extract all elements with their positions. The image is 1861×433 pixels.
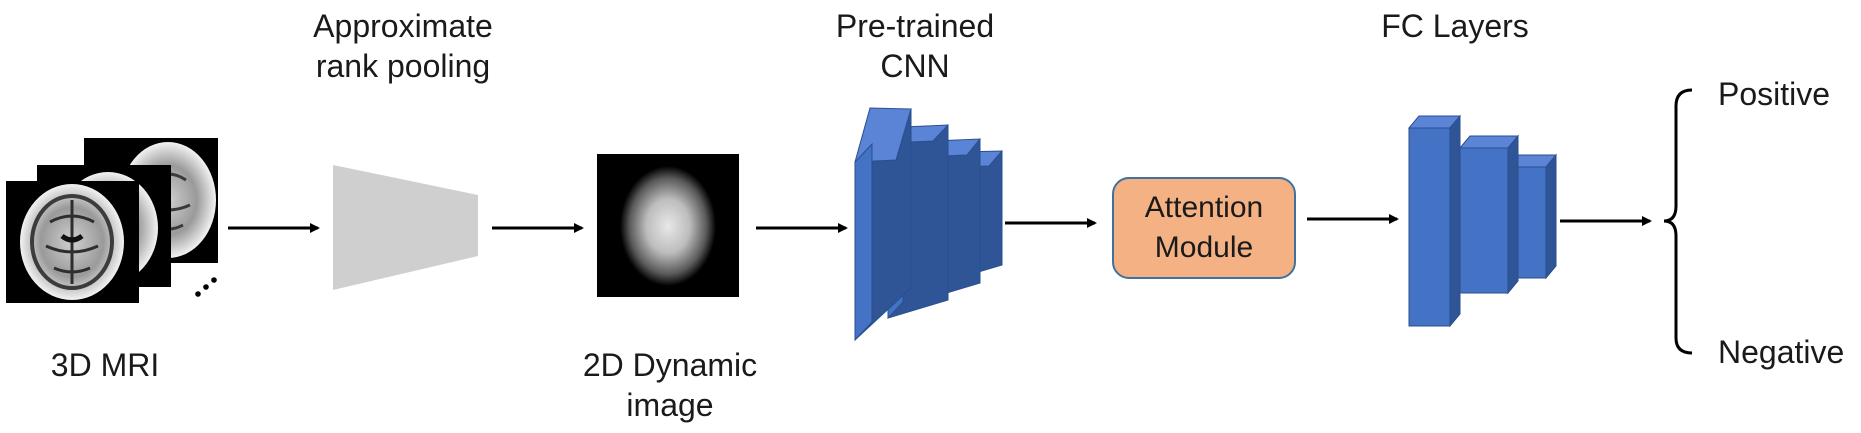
label-2d-dynamic-image: 2D Dynamic image [560, 345, 780, 425]
label-rank-pooling-line1: Approximate [313, 8, 493, 44]
fc-blocks [1407, 114, 1558, 328]
label-approximate-rank-pooling: Approximate rank pooling [283, 6, 523, 86]
attention-module-box [1112, 177, 1296, 279]
cnn-blocks [854, 107, 1004, 342]
label-pretrained-cnn: Pre-trained CNN [805, 6, 1025, 86]
attention-label-line1: Attention [1144, 191, 1264, 224]
cnn-block-1 [854, 107, 912, 342]
label-dynamic-image-line1: 2D Dynamic [582, 347, 758, 383]
label-3d-mri: 3D MRI [50, 347, 160, 383]
fc-block-2 [1458, 134, 1520, 295]
label-rank-pooling-line2: rank pooling [315, 48, 491, 84]
ellipsis-dots-icon [195, 277, 217, 297]
label-cnn-line2: CNN [880, 48, 950, 84]
mri-stack [6, 138, 218, 303]
label-positive: Positive [1718, 76, 1831, 112]
attention-module-label: Attention Module [1113, 178, 1295, 278]
label-dynamic-image-line2: image [626, 387, 714, 423]
label-cnn-line1: Pre-trained [835, 8, 995, 44]
label-negative: Negative [1718, 334, 1845, 370]
label-fc-layers: FC Layers [1381, 8, 1529, 44]
fc-block-3 [1506, 153, 1558, 280]
mri-slice-front [6, 181, 139, 303]
dynamic-image [597, 154, 739, 297]
rank-pooling-trapezoid [333, 165, 478, 290]
output-brace [1663, 88, 1693, 355]
fc-block-1 [1407, 114, 1462, 328]
attention-label-line2: Module [1154, 231, 1254, 264]
